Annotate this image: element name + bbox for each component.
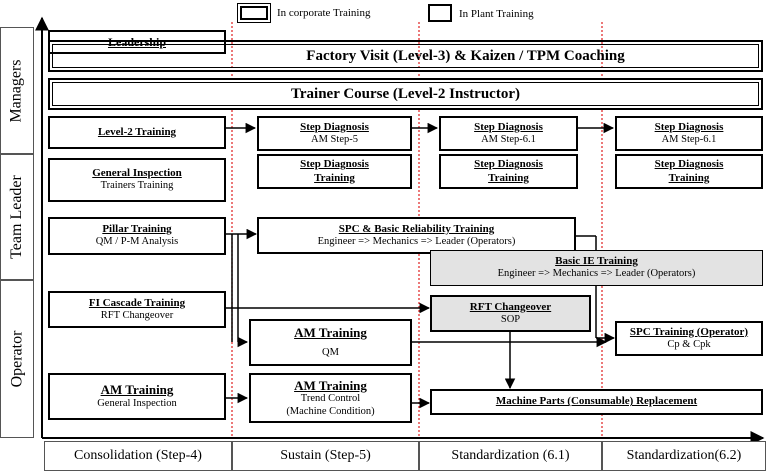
basic-ie-training-box: Basic IE Training Engineer => Mechanics …: [430, 250, 763, 286]
am-training-trend-control-box: AM Training Trend Control (Machine Condi…: [249, 373, 412, 423]
factory-visit-box: Factory Visit (Level-3) & Kaizen / TPM C…: [48, 40, 763, 72]
rft-changeover-box: RFT Changeover SOP: [430, 295, 591, 332]
step-diagnosis-training-62-box: Step Diagnosis Training: [615, 154, 763, 189]
step-diagnosis-am62-box: Step Diagnosis AM Step-6.1: [615, 116, 763, 151]
am-training-general-inspection-box: AM Training General Inspection: [48, 373, 226, 420]
phase-consolidation: Consolidation (Step-4): [44, 441, 232, 471]
pillar-training-box: Pillar Training QM / P-M Analysis: [48, 217, 226, 255]
spc-training-operator-box: SPC Training (Operator) Cp & Cpk: [615, 321, 763, 356]
phase-sustain: Sustain (Step-5): [232, 441, 419, 471]
step-diagnosis-am61-box: Step Diagnosis AM Step-6.1: [439, 116, 578, 151]
lane-operator: Operator: [0, 280, 34, 438]
step-diagnosis-training-61-box: Step Diagnosis Training: [439, 154, 578, 189]
trainer-course-box: Trainer Course (Level-2 Instructor): [48, 78, 763, 110]
spc-basic-reliability-box: SPC & Basic Reliability Training Enginee…: [257, 217, 576, 254]
lane-managers: Managers: [0, 27, 34, 154]
general-inspection-box: General Inspection Trainers Training: [48, 158, 226, 202]
fi-cascade-training-box: FI Cascade Training RFT Changeover: [48, 291, 226, 328]
phase-standardization-62: Standardization(6.2): [602, 441, 766, 471]
legend-corporate-label: In corporate Training: [277, 7, 371, 19]
legend-plant-label: In Plant Training: [459, 8, 534, 20]
phase-standardization-61: Standardization (6.1): [419, 441, 602, 471]
level2-training-box: Level-2 Training: [48, 116, 226, 149]
legend-corporate-swatch: [237, 3, 271, 23]
am-training-qm-box: AM Training QM: [249, 319, 412, 366]
step-diagnosis-training-5-box: Step Diagnosis Training: [257, 154, 412, 189]
lane-team-leader: Team Leader: [0, 154, 34, 280]
machine-parts-replacement-box: Machine Parts (Consumable) Replacement: [430, 389, 763, 415]
legend-plant-swatch: [428, 4, 452, 22]
leadership-box: Leadership: [48, 30, 226, 54]
step-diagnosis-am5-box: Step Diagnosis AM Step-5: [257, 116, 412, 151]
